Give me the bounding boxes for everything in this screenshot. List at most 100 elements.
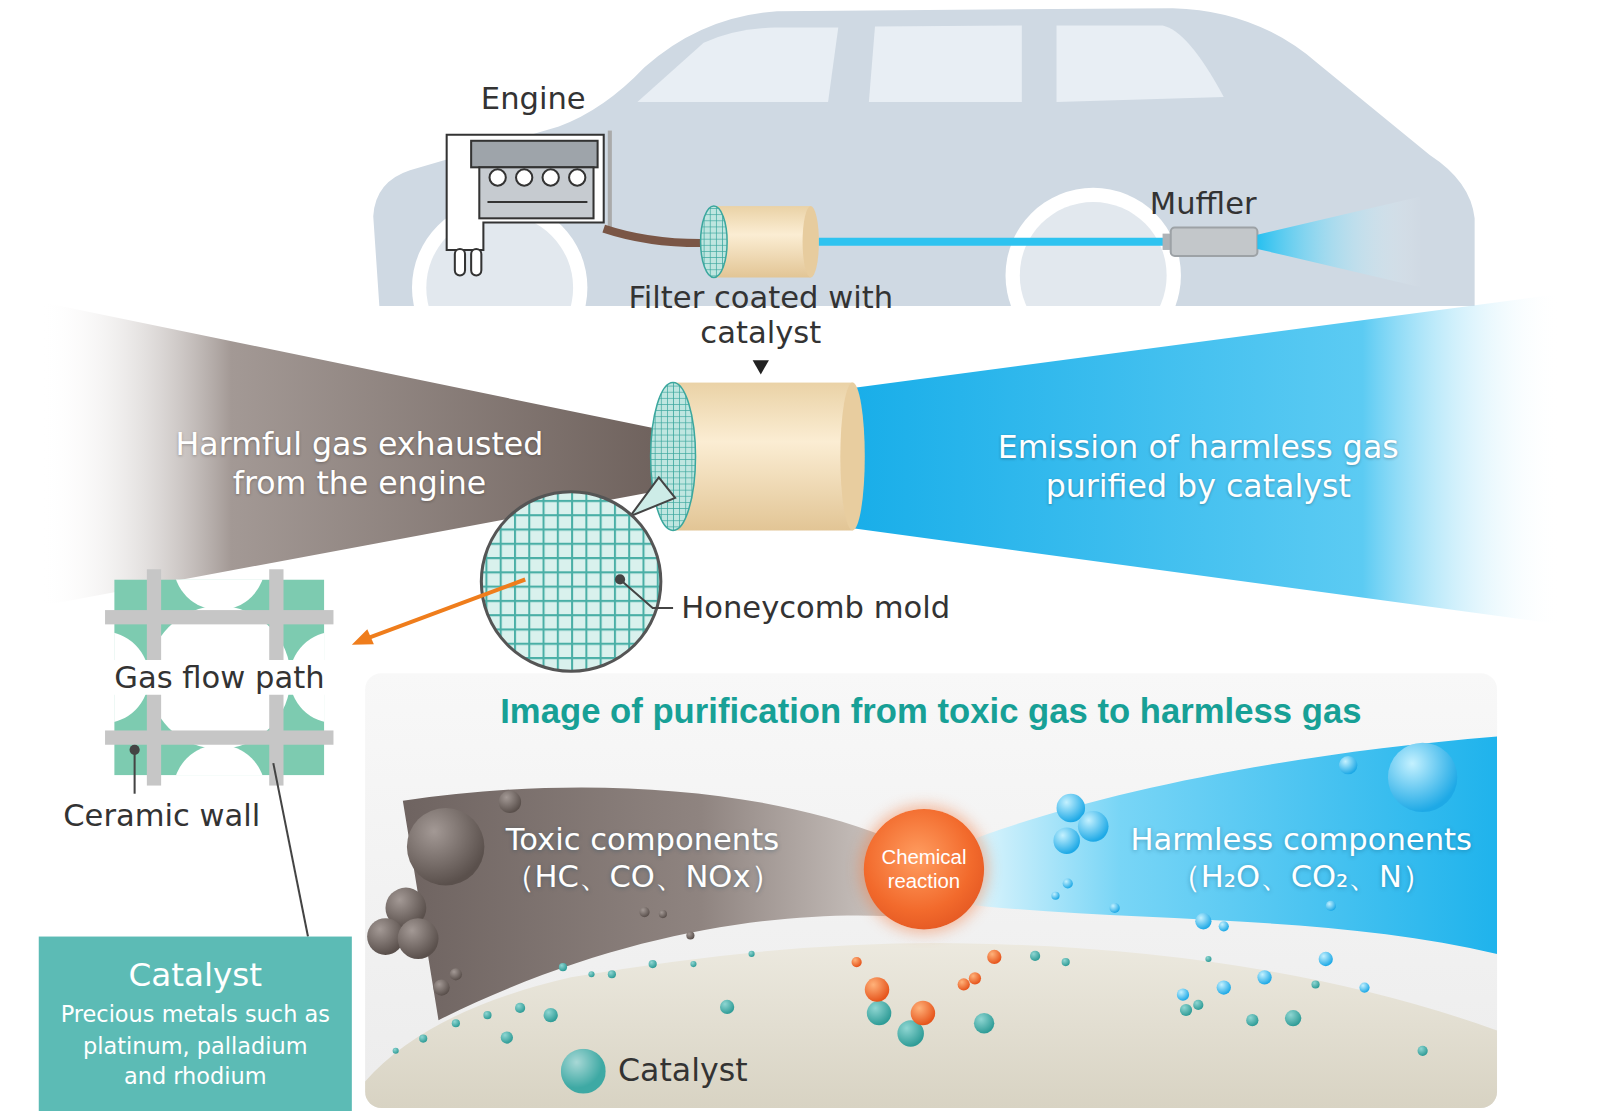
engine-icon: [447, 131, 610, 276]
gas-flow-path-figure: [105, 610, 333, 624]
car-silhouette: [637, 28, 838, 102]
circle-text: Chemical reaction: [873, 846, 975, 893]
catalyst-particles: [501, 1031, 513, 1043]
car-silhouette: [1020, 202, 1167, 306]
band-text: （H₂O、CO₂、N）: [1170, 858, 1432, 895]
car-silhouette: [869, 26, 1022, 103]
reacting-particles: [969, 972, 981, 984]
gas-flow-path-figure: [134, 750, 136, 794]
catalyst-particles: [393, 951, 1428, 1056]
reaction-circle: Chemical reaction: [864, 809, 984, 929]
exhaust-line: [819, 238, 1171, 246]
catalyst-particles: [419, 1034, 427, 1042]
harmless-bubbles: [1339, 756, 1357, 774]
catalyst-particles: [483, 1011, 491, 1019]
toxic-molecules: [499, 791, 521, 813]
band-text: Toxic components: [506, 821, 779, 858]
harmless-bubbles: [1177, 989, 1189, 1001]
part-label: Ceramic wall: [63, 798, 260, 833]
band-text: Harmless components: [1130, 821, 1472, 858]
exhaust-line: [803, 206, 819, 277]
purification-panel: [954, 737, 1498, 954]
catalyst-particles: [608, 970, 616, 978]
honeycomb-magnifier: [352, 477, 675, 671]
reacting-particles: [852, 957, 862, 967]
catalyst-filter: [840, 383, 864, 531]
part-label: Gas flow path: [110, 660, 329, 695]
catalyst-particles: [974, 1013, 994, 1033]
catalyst-particles: [559, 963, 567, 971]
reacting-particles: [852, 950, 1002, 1025]
harmless-bubbles: [1063, 878, 1073, 888]
toxic-molecules: [686, 931, 694, 939]
panel-title: Image of purification from toxic gas to …: [500, 692, 1361, 732]
purification-panel: Image of purification from toxic gas to …: [365, 673, 1497, 1108]
catalyst-particles: [720, 1000, 734, 1014]
exhaust-line: [1257, 196, 1422, 288]
part-label: Engine: [481, 81, 586, 116]
honeycomb-magnifier: [630, 477, 675, 516]
honeycomb-magnifier: [369, 579, 525, 637]
honeycomb-magnifier: [352, 629, 374, 645]
catalyst-particles: [515, 1003, 525, 1013]
catalyst-particles: [1180, 1004, 1192, 1016]
component-band: Toxic components（HC、CO、NOx）: [479, 816, 805, 900]
catalyst-particles: [1205, 956, 1211, 962]
catalyst-particles: [1062, 958, 1070, 966]
catalyst-particles: [1311, 980, 1319, 988]
catalyst-particles: [1246, 1014, 1258, 1026]
harmless-bubbles: [1257, 970, 1271, 984]
component-band: Harmless components（H₂O、CO₂、N）: [1108, 816, 1496, 900]
car-silhouette: [373, 8, 1474, 306]
harmless-bubbles: [1051, 892, 1059, 900]
engine-icon: [479, 167, 593, 218]
band-text: Harmful gas exhausted from the engine: [145, 426, 573, 503]
harmless-bubbles: [1051, 743, 1457, 1001]
engine-icon: [455, 249, 465, 276]
gas-flow-path-figure: [173, 745, 265, 776]
reacting-particles: [987, 950, 1001, 964]
toxic-molecules: [398, 918, 439, 959]
catalyst-filter: [753, 360, 769, 374]
engine-icon: [543, 169, 559, 185]
engine-icon: [447, 135, 604, 250]
part-label: Filter coated with catalyst: [627, 280, 894, 350]
catalyst-particles: [588, 971, 594, 977]
engine-icon: [490, 169, 506, 185]
purification-panel: [365, 673, 1497, 1108]
exhaust-line: [1171, 228, 1258, 257]
harmless-bubbles: [1195, 913, 1211, 929]
catalyst-particles: [452, 1019, 460, 1027]
gas-stream-band: Harmful gas exhausted from the engine: [112, 413, 607, 515]
harmless-bubbles: [1110, 903, 1120, 913]
gas-flow-path-figure: [114, 579, 324, 775]
catalyst-particles: [649, 960, 657, 968]
harmless-bubbles: [1326, 901, 1336, 911]
toxic-molecules: [450, 968, 462, 980]
catalyst-box: CatalystPrecious metals such as platinum…: [39, 937, 352, 1111]
reacting-particles: [911, 1001, 935, 1025]
gas-flow-path-figure: [273, 763, 308, 936]
harmless-bubbles: [1053, 827, 1080, 854]
toxic-molecules: [659, 910, 667, 918]
catalyst-particles: [690, 961, 696, 967]
catalyst-particles: [1285, 1010, 1301, 1026]
toxic-molecules: [639, 907, 649, 917]
catalyst-filter: [651, 383, 696, 531]
engine-icon: [608, 131, 612, 231]
catalyst-filter: [651, 360, 865, 530]
car-silhouette: [1057, 26, 1224, 103]
engine-icon: [516, 169, 532, 185]
box-text: Catalyst: [128, 955, 262, 994]
purification-panel: [365, 737, 1497, 1108]
harmless-bubbles: [1388, 743, 1457, 812]
gas-stream-band: Emission of harmless gas purified by cat…: [948, 416, 1448, 518]
catalyst-particles: [1418, 1046, 1428, 1056]
gas-cone: [855, 294, 1561, 625]
engine-icon: [471, 141, 597, 168]
exhaust-line: [701, 206, 728, 277]
band-text: Emission of harmless gas purified by cat…: [959, 429, 1438, 506]
box-text: Precious metals such as platinum, pallad…: [59, 1000, 332, 1093]
